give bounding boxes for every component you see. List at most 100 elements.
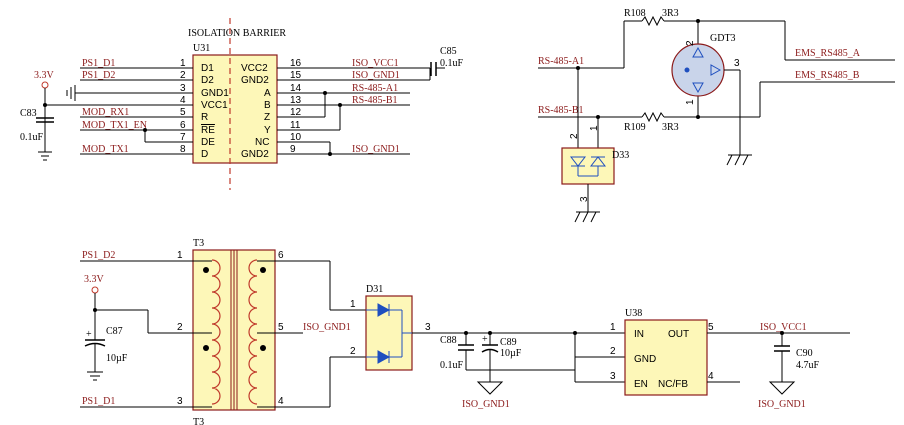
- u31-pin-name: VCC1: [201, 100, 228, 111]
- net-label: PS1_D1: [82, 396, 115, 407]
- u38-body: [624, 319, 708, 396]
- u38-regulator-section: + C88 0.1uF C89 10µF ISO_GND1 U38 IN OUT…: [440, 308, 850, 410]
- c85-capacitor: C85 0.1uF: [429, 46, 464, 80]
- c88-ref: C88: [440, 335, 457, 346]
- u31-pin-name: R: [201, 112, 208, 123]
- r108-resistor: [641, 15, 665, 27]
- u31-pin-name: Z: [264, 112, 270, 123]
- d33-pin: 1: [589, 125, 600, 131]
- supply-label: 3.3V: [34, 70, 55, 81]
- u31-pin-num: 8: [180, 144, 186, 155]
- u38-pin-name: GND: [634, 354, 656, 365]
- u38-ref: U38: [625, 308, 642, 319]
- net-label: PS1_D2: [82, 250, 115, 261]
- u31-pin-name: DE: [201, 137, 215, 148]
- t3-pin: 1: [177, 250, 183, 261]
- u31-pin-name: D: [201, 149, 208, 160]
- net-label: ISO_VCC1: [352, 58, 399, 69]
- u31-pin-name: GND1: [201, 88, 229, 99]
- u31-pin-num: 4: [180, 95, 186, 106]
- u31-pin-num: 12: [290, 107, 302, 118]
- u31-pin-num: 13: [290, 95, 302, 106]
- t3-transformer: T3 T3 PS1_D2 PS1_D1 1 2 3 4 5 6 ISO_GND1…: [80, 238, 351, 425]
- rs485-protection: R108 3R3 R109 3R3 RS-485-A1 RS-485-B1 EM…: [538, 8, 895, 223]
- t3-ref-bottom: T3: [193, 417, 204, 425]
- u31-pin-name: NC: [255, 137, 269, 148]
- c83-ref: C83: [20, 108, 37, 119]
- u31-ref: U31: [193, 43, 210, 54]
- t3-pin: 5: [278, 322, 284, 333]
- c85-ref: C85: [440, 46, 457, 57]
- t3-primary-coil: [211, 259, 221, 405]
- u31-pin-num: 1: [180, 58, 186, 69]
- u31-pin-num: 5: [180, 107, 186, 118]
- u31-pin-name: GND2: [241, 149, 269, 160]
- d31-rectifier: D31 1 2 3: [329, 261, 625, 407]
- r108-value: 3R3: [662, 8, 679, 19]
- net-label: ISO_GND1: [352, 70, 400, 81]
- isolation-barrier-label: ISOLATION BARRIER: [188, 28, 286, 39]
- d31-pin: 2: [350, 346, 356, 357]
- t3-pin: 3: [177, 396, 183, 407]
- u38-pin-name: IN: [634, 329, 644, 340]
- svg-text:+: +: [482, 334, 488, 345]
- net-label: EMS_RS485_A: [795, 48, 861, 59]
- u31-pin-num: 3: [180, 83, 186, 94]
- u38-pin-num: 5: [708, 322, 714, 333]
- c90-value: 4.7uF: [796, 360, 820, 371]
- ground-net-label: ISO_GND1: [758, 399, 806, 410]
- u38-pin-num: 4: [708, 371, 714, 382]
- u31-pin-name: VCC2: [241, 63, 268, 74]
- c90-ref: C90: [796, 348, 813, 359]
- d33-body: [561, 147, 615, 185]
- t3-pin: 2: [177, 322, 183, 333]
- net-label: ISO_GND1: [303, 322, 351, 333]
- u38-pin-num: 1: [610, 322, 616, 333]
- d33-ref: D33: [612, 150, 629, 161]
- c89-value: 10µF: [500, 348, 522, 359]
- net-label: RS-485-A1: [352, 83, 398, 94]
- u38-pin-num: 3: [610, 371, 616, 382]
- net-label: PS1_D1: [82, 58, 115, 69]
- c89-ref: C89: [500, 337, 517, 348]
- net-label: ISO_GND1: [352, 144, 400, 155]
- u31-pin-name: GND2: [241, 75, 269, 86]
- u31-pin-num: 10: [290, 132, 302, 143]
- r108-ref: R108: [624, 8, 646, 19]
- gdt3-gas-discharge-tube: GDT3 2 3 1: [671, 33, 752, 166]
- net-label: RS-485-A1: [538, 56, 584, 67]
- d31-pin: 3: [425, 322, 431, 333]
- u31-pin-num: 2: [180, 70, 186, 81]
- u31-pin-num: 9: [290, 144, 296, 155]
- c87-value: 10µF: [106, 353, 128, 364]
- u31-pin-num: 11: [290, 120, 301, 131]
- u38-pin-name: NC/FB: [658, 379, 688, 390]
- c85-value: 0.1uF: [440, 58, 464, 69]
- t3-pin: 4: [278, 396, 284, 407]
- supply-label: 3.3V: [84, 274, 105, 285]
- gdt3-pin: 2: [685, 40, 696, 46]
- d33-pin: 3: [579, 196, 590, 202]
- net-label: RS-485-B1: [352, 95, 398, 106]
- net-label: EMS_RS485_B: [795, 70, 860, 81]
- u31-pin-name: D2: [201, 75, 214, 86]
- t3-ref: T3: [193, 238, 204, 249]
- u31-pin-name: D1: [201, 63, 214, 74]
- d31-ref: D31: [366, 284, 383, 295]
- u31-pin-name: RE: [201, 125, 215, 136]
- c87-ref: C87: [106, 326, 123, 337]
- u31-pin-num: 14: [290, 83, 302, 94]
- gdt3-pin: 3: [734, 58, 740, 69]
- net-label: MOD_TX1: [82, 144, 129, 155]
- net-label: MOD_TX1_EN: [82, 120, 147, 131]
- d33-tvs-array: D33 2 1 3: [561, 66, 629, 223]
- u31-pin-num: 16: [290, 58, 302, 69]
- u31-pin-name: Y: [264, 125, 271, 136]
- u38-pin-name: OUT: [668, 329, 689, 340]
- t3-secondary-coil: [248, 259, 258, 405]
- d31-pin: 1: [350, 299, 356, 310]
- c83-value: 0.1uF: [20, 132, 44, 143]
- u31-pin-name: B: [264, 100, 271, 111]
- u31-body: [192, 54, 278, 164]
